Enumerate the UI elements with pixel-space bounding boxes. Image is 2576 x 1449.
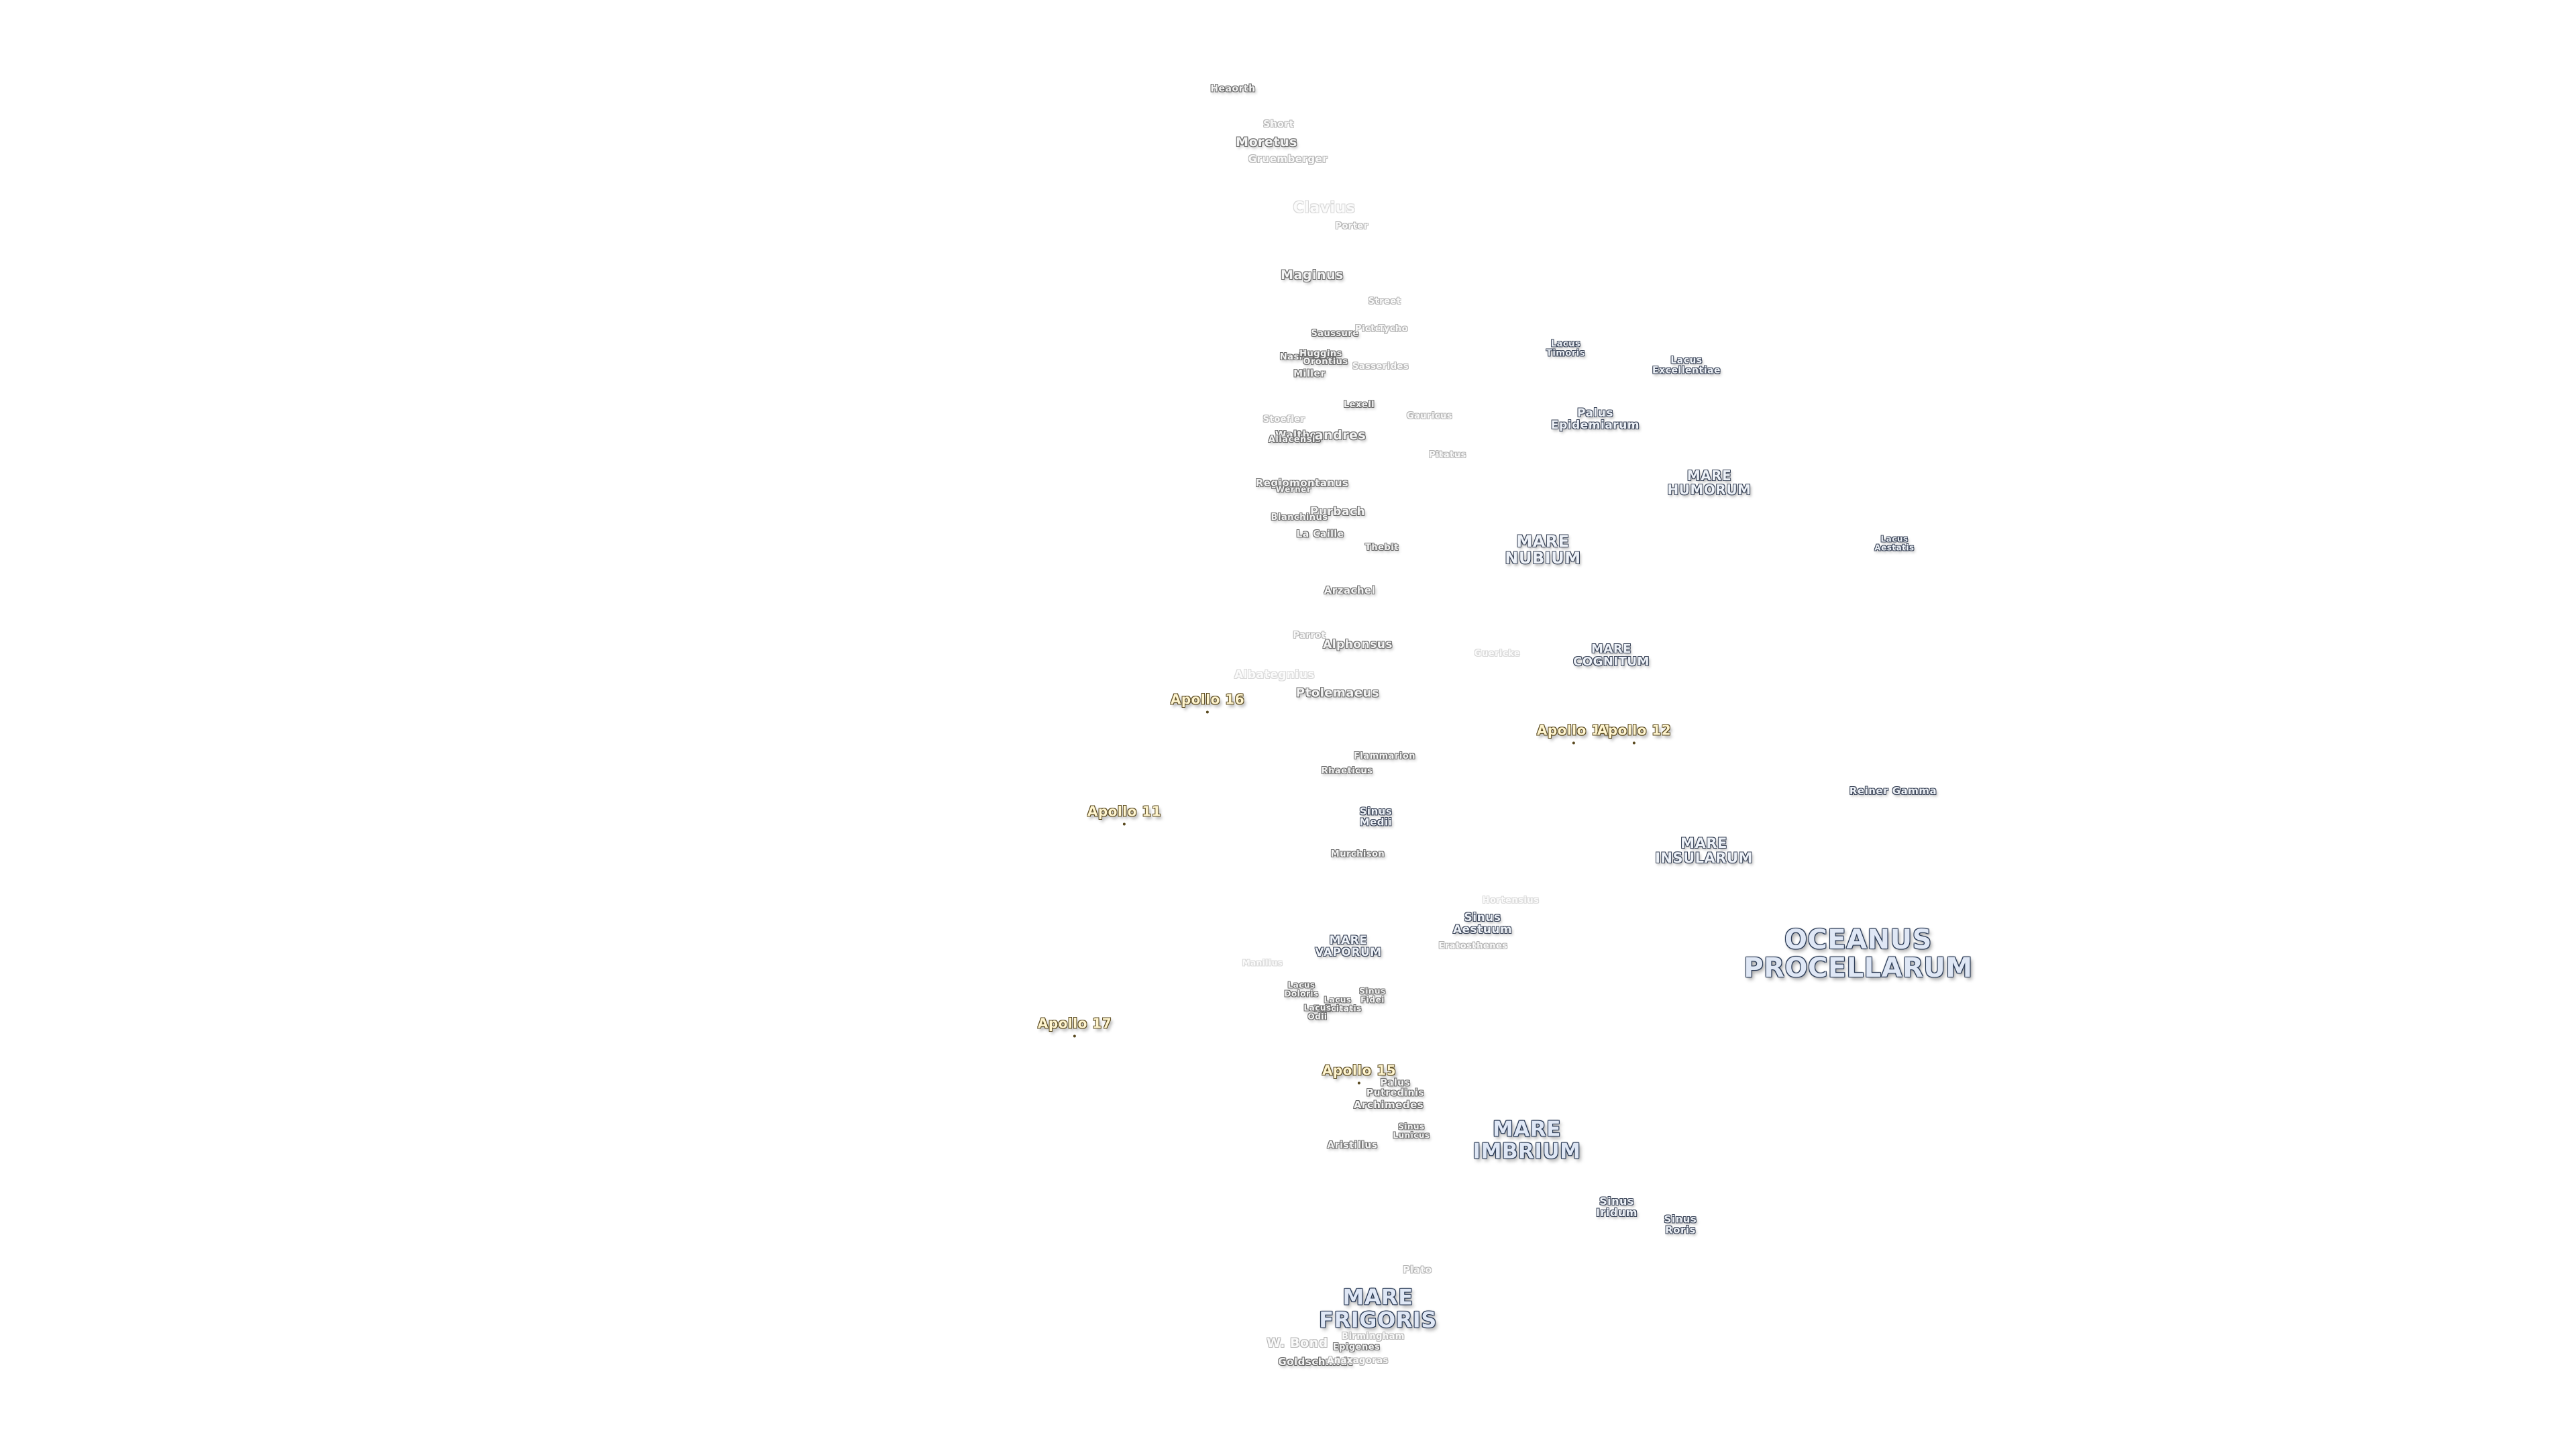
map-label-gruemberger[interactable]: Gruemberger (1248, 153, 1328, 166)
map-label-hortensius[interactable]: Hortensius (1482, 896, 1540, 906)
map-label-mare-nubium[interactable]: MARE NUBIUM (1505, 531, 1581, 568)
map-label-sinus-roris[interactable]: Sinus Roris (1664, 1213, 1697, 1236)
map-label-archimedes[interactable]: Archimedes (1353, 1099, 1424, 1112)
map-label-lexell[interactable]: Lexell (1343, 400, 1375, 411)
map-label-lacus-aestatis[interactable]: Lacus Aestatis (1874, 534, 1915, 552)
map-label-plato[interactable]: Plato (1403, 1265, 1432, 1276)
map-label-short[interactable]: Short (1263, 119, 1294, 130)
map-label-street[interactable]: Street (1368, 297, 1401, 307)
map-label-apollo-17[interactable]: Apollo 17 (1038, 1016, 1112, 1038)
map-label-sinus-aestuum[interactable]: Sinus Aestuum (1452, 911, 1513, 936)
map-label-parrot[interactable]: Parrot (1293, 631, 1326, 641)
landing-site-marker-icon (1073, 1034, 1076, 1038)
map-label-epigenes[interactable]: Epigenes (1332, 1342, 1381, 1353)
map-label-blanchinus[interactable]: Blanchinus (1271, 513, 1328, 523)
map-label-oceanus-procellarum[interactable]: OCEANUS PROCELLARUM (1743, 924, 1973, 983)
map-label-purbach[interactable]: Purbach (1309, 505, 1366, 519)
map-label-alphonsus[interactable]: Alphonsus (1323, 638, 1393, 652)
map-label-lacus-odii[interactable]: Lacus Odii (1303, 1003, 1332, 1021)
map-label-miller[interactable]: Miller (1293, 368, 1326, 380)
landing-site-marker-icon (1123, 822, 1126, 826)
map-label-apollo-16[interactable]: Apollo 16 (1171, 692, 1244, 714)
map-label-pitatus[interactable]: Pitatus (1429, 450, 1466, 461)
map-label-w-bond[interactable]: W. Bond (1267, 1336, 1328, 1351)
map-label-regiomontanus[interactable]: Regiomontanus (1255, 477, 1349, 490)
map-label-rhaeticus[interactable]: Rhaeticus (1321, 766, 1373, 777)
map-label-apollo-14[interactable]: Apollo 14 (1537, 723, 1611, 745)
map-label-mare-humorum[interactable]: MARE HUMORUM (1667, 468, 1752, 498)
map-label-tycho[interactable]: Tycho (1378, 324, 1409, 335)
landing-site-marker-icon (1206, 710, 1209, 714)
map-label-eratosthenes[interactable]: Eratosthenes (1438, 941, 1508, 952)
landing-site-marker-icon (1633, 741, 1635, 745)
map-label-nasireddin[interactable]: Nasireddin (1279, 352, 1337, 363)
map-label-lacus-excellentiae[interactable]: Lacus Excellentiae (1652, 355, 1721, 376)
map-label-walther[interactable]: Walther (1275, 429, 1323, 441)
map-label-thebit[interactable]: Thebit (1365, 543, 1399, 553)
map-label-ghost-1[interactable]: Manilius (1242, 958, 1283, 968)
map-label-mare-vaporum[interactable]: MARE VAPORUM (1315, 934, 1382, 959)
map-label-sinus-medii[interactable]: Sinus Medii (1359, 805, 1393, 828)
map-label-ptolemaeus[interactable]: Ptolemaeus (1295, 686, 1380, 700)
map-label-aliacensis[interactable]: Aliacensis (1268, 435, 1322, 445)
map-label-huggins[interactable]: Huggins (1299, 349, 1342, 360)
map-label-saussure[interactable]: Saussure (1311, 329, 1359, 339)
map-label-flammarion[interactable]: Flammarion (1353, 751, 1416, 762)
landing-site-marker-icon (1358, 1081, 1360, 1085)
map-label-birmingham[interactable]: Birmingham (1342, 1332, 1405, 1342)
map-label-reiner-gamma[interactable]: Reiner Gamma (1849, 785, 1937, 798)
map-label-stoefler[interactable]: Stoefler (1263, 415, 1305, 425)
map-label-sasserides[interactable]: Sasserides (1352, 362, 1409, 372)
map-label-apollo-15[interactable]: Apollo 15 (1322, 1063, 1396, 1085)
map-label-anaxagoras[interactable]: Anaxagoras (1327, 1356, 1389, 1366)
map-label-guericke[interactable]: Guericke (1474, 649, 1521, 659)
map-label-maginus[interactable]: Maginus (1281, 268, 1344, 283)
map-label-lacus-doloris[interactable]: Lacus Doloris (1284, 980, 1319, 998)
map-label-lacus-felicitatis[interactable]: Lacus Felicitatis (1313, 995, 1362, 1013)
map-label-moretus[interactable]: Moretus (1236, 135, 1297, 150)
map-label-murchison[interactable]: Murchison (1330, 849, 1385, 860)
map-label-porter[interactable]: Porter (1335, 221, 1368, 232)
map-label-hesiodus[interactable]: Heaorth (1210, 83, 1256, 95)
map-label-lacus-timoris[interactable]: Lacus Timoris (1546, 339, 1585, 358)
map-label-goldschmidt[interactable]: Goldschmidt (1278, 1356, 1353, 1368)
map-label-clavius[interactable]: Clavius (1293, 199, 1356, 217)
map-label-la-caille[interactable]: La Caille (1296, 529, 1344, 540)
map-label-orontius[interactable]: Orontius (1303, 357, 1348, 368)
map-label-arzachel[interactable]: Arzachel (1324, 584, 1376, 597)
map-label-sinus-lunicus[interactable]: Sinus Lunicus (1393, 1122, 1430, 1140)
map-label-gauricus[interactable]: Gauricus (1406, 411, 1453, 422)
map-label-albategnius[interactable]: Albategnius (1234, 668, 1316, 682)
map-label-pictet[interactable]: Pictet (1355, 324, 1386, 335)
map-label-palus-epidemiarum[interactable]: Palus Epidemiarum (1550, 407, 1640, 432)
landing-site-marker-icon (1572, 741, 1575, 745)
map-label-mare-imbrium[interactable]: MARE IMBRIUM (1472, 1117, 1581, 1163)
map-label-purbach-walter[interactable]: andres (1314, 428, 1366, 443)
map-label-palus-putredinis[interactable]: Palus Putredinis (1366, 1077, 1425, 1098)
map-label-apollo-12[interactable]: Apollo 12 (1597, 723, 1671, 745)
map-label-mare-insularum[interactable]: MARE INSULARUM (1655, 835, 1753, 866)
map-label-sinus-fidei[interactable]: Sinus Fidei (1359, 986, 1386, 1004)
map-label-werner[interactable]: Werner (1275, 484, 1311, 494)
map-label-aristillus[interactable]: Aristillus (1327, 1140, 1378, 1151)
map-label-mare-cognitum[interactable]: MARE COGNITUM (1573, 642, 1650, 669)
map-label-mare-frigoris[interactable]: MARE FRIGORIS (1319, 1284, 1437, 1332)
map-label-apollo-11[interactable]: Apollo 11 (1087, 804, 1161, 826)
map-label-sinus-iridum[interactable]: Sinus Iridum (1596, 1195, 1638, 1219)
